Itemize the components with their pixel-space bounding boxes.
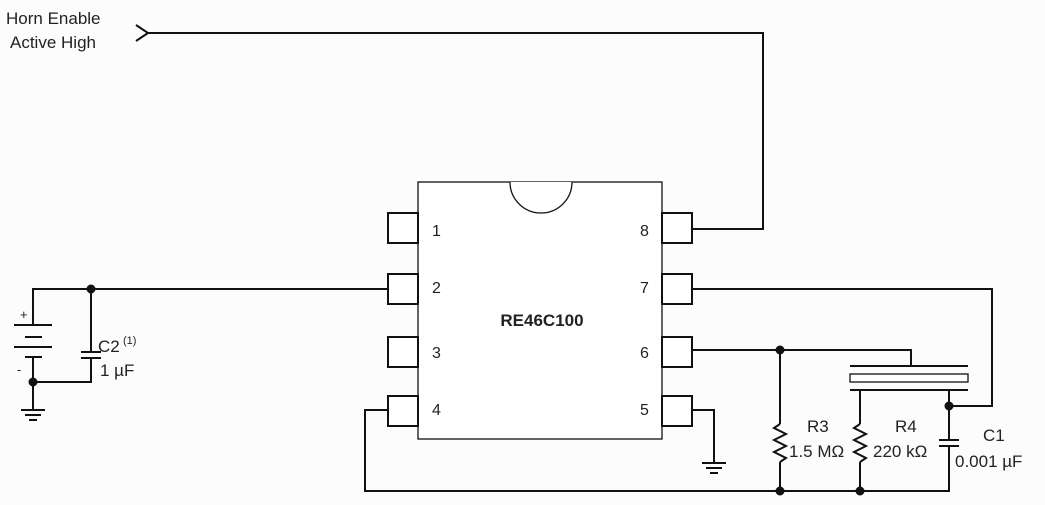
ground-symbol-right (702, 462, 726, 474)
pin-5-label: 5 (640, 402, 649, 419)
ic-re46c100: RE46C100 1 2 3 4 5 6 7 8 (387, 181, 693, 440)
pin-2-label: 2 (432, 280, 441, 297)
resistor-r4 (851, 423, 869, 463)
pin-8-pad (661, 212, 693, 244)
junction-dot (28, 377, 38, 387)
r3-value: 1.5 MΩ (789, 442, 844, 461)
wire-pin5-to-ground (692, 409, 715, 463)
wire-pin7-feedback (692, 288, 993, 407)
horn-enable-input: Horn Enable Active High (6, 9, 150, 52)
input-arrow (135, 24, 150, 42)
horn-enable-label: Horn Enable (6, 9, 101, 28)
pin-1-label: 1 (432, 223, 441, 240)
wire-pin6 (692, 349, 912, 366)
pin-6-label: 6 (640, 345, 649, 362)
pin-3-pad (387, 336, 419, 368)
battery-plus: + (20, 307, 28, 322)
c1-value: 0.001 µF (955, 452, 1022, 471)
wire-pin2-to-battery (32, 288, 388, 325)
battery-minus: - (17, 362, 21, 377)
resistor-r3 (771, 423, 789, 463)
piezo-horn (849, 365, 969, 391)
pin-1-pad (387, 212, 419, 244)
ground-symbol-left (21, 409, 45, 421)
pin-7-pad (661, 273, 693, 305)
pin-2-pad (387, 273, 419, 305)
pin-7-label: 7 (640, 280, 649, 297)
r4-name: R4 (895, 417, 917, 436)
ic-name: RE46C100 (500, 311, 583, 330)
ic-body (417, 181, 663, 440)
pin-3-label: 3 (432, 345, 441, 362)
pin-4-label: 4 (432, 402, 441, 419)
pin-5-pad (661, 395, 693, 427)
c1-name: C1 (983, 426, 1005, 445)
ic-notch (509, 181, 573, 214)
pin-4-pad (387, 395, 419, 427)
c2-value: 1 µF (100, 361, 134, 380)
battery: + - (14, 307, 52, 377)
r3-name: R3 (807, 417, 829, 436)
c2-name: C2 (98, 337, 120, 356)
wire-c2-bottom (33, 358, 92, 383)
c2-footnote: (1) (123, 335, 136, 347)
junction-dot (855, 486, 865, 496)
junction-dot (775, 486, 785, 496)
active-high-label: Active High (10, 33, 96, 52)
capacitor-c1 (939, 439, 959, 447)
junction-dot (944, 401, 954, 411)
r4-value: 220 kΩ (873, 442, 927, 461)
pin-8-label: 8 (640, 223, 649, 240)
wire-horn-enable-to-pin8 (148, 32, 764, 230)
pin-6-pad (661, 336, 693, 368)
